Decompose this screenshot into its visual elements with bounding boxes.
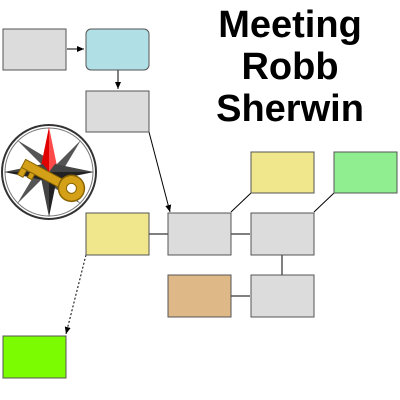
edge-n4-n11: [64, 254, 87, 335]
node-khaki-top-right[interactable]: [250, 151, 315, 194]
node-tan[interactable]: [167, 274, 232, 318]
edge-n6-n8: [313, 192, 335, 213]
node-gray-second-row[interactable]: [85, 90, 150, 133]
node-gray-bottom-right[interactable]: [250, 274, 315, 318]
node-khaki-left[interactable]: [85, 212, 150, 256]
edge-layer: [64, 46, 335, 335]
meeting-title: Meeting Robb Sherwin: [190, 4, 390, 130]
node-light-blue[interactable]: [85, 28, 150, 71]
node-gray-right[interactable]: [250, 212, 315, 256]
edge-n5-n7: [230, 192, 252, 213]
key-icon: [16, 158, 86, 203]
title-line-2: Robb: [241, 46, 339, 88]
node-gray-center[interactable]: [167, 212, 232, 256]
node-gray-top-left[interactable]: [2, 28, 67, 71]
node-light-green[interactable]: [333, 151, 398, 194]
node-lime-bottom-left[interactable]: [2, 335, 67, 379]
node-layer: [2, 28, 398, 379]
title-line-3: Sherwin: [216, 88, 364, 130]
title-line-1: Meeting: [218, 4, 362, 46]
edge-n3-n5: [148, 131, 172, 213]
